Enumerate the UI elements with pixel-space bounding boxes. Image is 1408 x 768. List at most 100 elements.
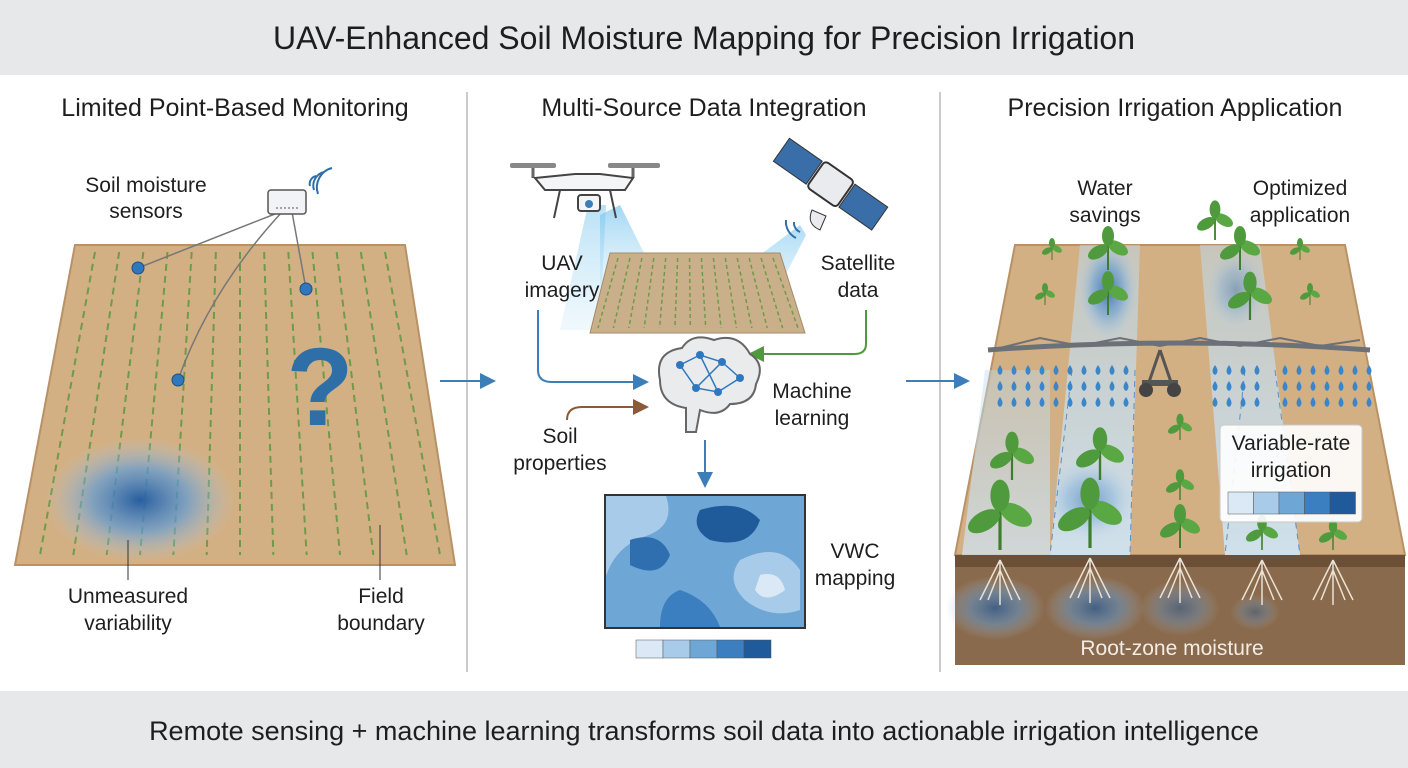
legend-swatch: [1304, 491, 1331, 515]
water-drop-icon: [1025, 365, 1031, 375]
footer-bar: [0, 691, 1408, 768]
crop-row: [724, 257, 738, 329]
ml-label-2: learning: [775, 407, 850, 430]
unmeasured-label-2: variability: [84, 612, 172, 635]
water-drop-icon: [1011, 397, 1017, 407]
plant-icon: [1076, 427, 1124, 480]
soil-label-2: properties: [513, 452, 606, 475]
crop-row: [736, 257, 753, 329]
soil-arrow: [566, 399, 649, 421]
water-drop-icon: [1254, 397, 1260, 407]
legend-swatch: [1227, 491, 1254, 515]
water-drop-icon: [1282, 381, 1288, 391]
root-zone-label: Root-zone moisture: [1080, 637, 1263, 660]
crop-row: [612, 257, 631, 329]
crop-row: [384, 251, 441, 556]
uav-arrow: [537, 310, 649, 390]
satellite-icon: [772, 137, 889, 239]
left-field: ?: [13, 244, 457, 566]
water-drop-icon: [997, 397, 1003, 407]
water-drop-icon: [1240, 365, 1246, 375]
vwc-label-1: VWC: [831, 540, 880, 563]
question-mark: ?: [286, 326, 353, 449]
title-bar: [0, 0, 1408, 75]
water-label-1: Water: [1077, 177, 1132, 200]
water-drop-icon: [1212, 365, 1218, 375]
plant-icon: [1197, 200, 1233, 240]
water-drop-icon: [1109, 365, 1115, 375]
water-drop-icon: [1310, 381, 1316, 391]
sensors-label-2: sensors: [109, 200, 183, 223]
water-drop-icon: [1282, 397, 1288, 407]
plant-icon: [1166, 469, 1194, 500]
water-drop-icon: [1212, 397, 1218, 407]
crop-plants: [968, 200, 1354, 605]
water-drop-icon: [1366, 397, 1372, 407]
water-drop-icon: [1109, 397, 1115, 407]
water-drop-icon: [1053, 365, 1059, 375]
boundary-label-1: Field: [358, 585, 404, 608]
legend-swatch: [662, 639, 691, 659]
water-drop-icon: [1240, 397, 1246, 407]
water-drop-icon: [1338, 365, 1344, 375]
footer-caption: Remote sensing + machine learning transf…: [149, 716, 1259, 746]
water-drop-icon: [1338, 381, 1344, 391]
water-drop-icon: [1039, 381, 1045, 391]
legend-swatch: [1329, 491, 1356, 515]
water-drop-icon: [1338, 397, 1344, 407]
water-drop-icon: [1226, 365, 1232, 375]
satellite-label-2: data: [838, 279, 879, 302]
water-drop-icon: [1067, 365, 1073, 375]
crop-row: [688, 257, 692, 329]
moisture-hotspot: [45, 438, 235, 562]
optimized-label-2: application: [1250, 204, 1350, 227]
legend-swatch: [689, 639, 718, 659]
crop-row: [597, 257, 619, 329]
sensor-device-icon: [131, 167, 333, 387]
satellite-arrow: [748, 310, 867, 362]
water-drop-icon: [1123, 381, 1129, 391]
plant-icon: [1312, 519, 1354, 605]
water-drop-icon: [1352, 381, 1358, 391]
water-label-2: savings: [1069, 204, 1140, 227]
crop-row: [628, 257, 643, 329]
water-drop-icon: [1352, 397, 1358, 407]
plant-icon: [968, 479, 1032, 605]
crop-row: [748, 257, 768, 329]
water-drop-icon: [1226, 397, 1232, 407]
plant-icon: [1159, 504, 1201, 603]
brain-icon: [658, 336, 761, 433]
water-drop-icon: [1123, 397, 1129, 407]
plant-icon: [1290, 238, 1310, 260]
water-drop-icon: [1324, 381, 1330, 391]
vwc-label-2: mapping: [815, 567, 896, 590]
water-drop-icon: [997, 381, 1003, 391]
water-drop-icon: [1039, 397, 1045, 407]
water-drop-icon: [1296, 397, 1302, 407]
water-drop-icon: [1366, 365, 1372, 375]
plant-icon: [1241, 514, 1283, 605]
legend-swatch: [1253, 491, 1280, 515]
soil-label-1: Soil: [542, 425, 577, 448]
crop-row: [674, 257, 679, 329]
water-drop-icon: [1081, 365, 1087, 375]
water-drop-icon: [1025, 397, 1031, 407]
water-drop-icon: [1254, 381, 1260, 391]
vri-label-1: Variable-rate: [1232, 432, 1351, 455]
water-drop-icon: [1324, 365, 1330, 375]
plant-icon: [1228, 271, 1272, 320]
crop-row: [311, 251, 341, 556]
satellite-label-1: Satellite: [821, 252, 896, 275]
water-drop-icon: [1095, 381, 1101, 391]
soil-cross-section: [945, 555, 1405, 665]
center-pivot-icon: [987, 336, 1372, 407]
vri-legend-box: Variable-rate irrigation: [1219, 424, 1363, 523]
legend-swatch: [743, 639, 772, 659]
water-drop-icon: [1282, 365, 1288, 375]
crop-row: [772, 257, 799, 329]
water-drop-icon: [1212, 381, 1218, 391]
water-drop-icon: [1310, 397, 1316, 407]
crop-row: [712, 257, 722, 329]
water-drop-icon: [1310, 365, 1316, 375]
legend-swatch: [716, 639, 745, 659]
